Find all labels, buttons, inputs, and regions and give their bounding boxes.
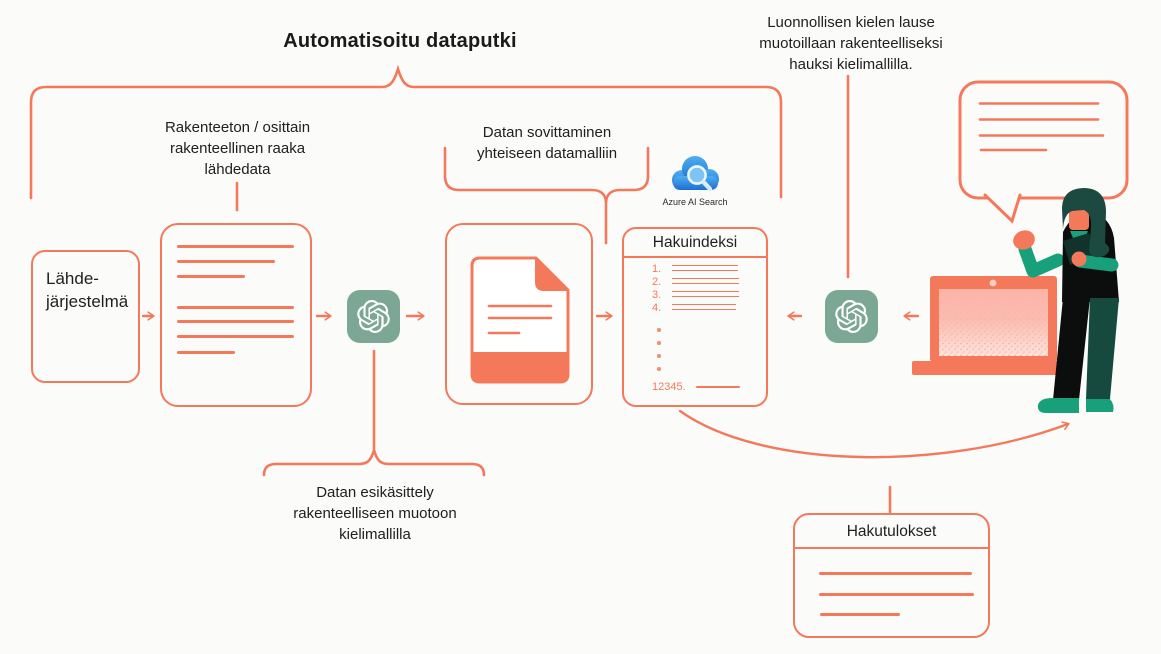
mapped-document-box [445, 223, 593, 405]
webcam-dot [989, 279, 997, 287]
azure-ai-search-icon [672, 156, 719, 192]
index-row-number: 4. [652, 302, 662, 314]
index-row-line [672, 304, 736, 310]
openai-icon [347, 290, 400, 343]
hair [1062, 188, 1110, 258]
preprocessing-annotation: Datan esikäsittely rakenteelliseen muoto… [265, 482, 485, 545]
text-line [820, 613, 900, 616]
leg-right [1086, 298, 1119, 399]
text-line [177, 320, 294, 323]
annotation-line: yhteiseen datamalliin [476, 145, 618, 162]
mapped-file-icon [470, 256, 570, 384]
laptop-base [912, 361, 1062, 375]
data-mapping-brace [443, 146, 650, 245]
source-system-box: Lähde- järjestelmä [31, 250, 140, 383]
annotation-line: Rakenteeton / osittain [164, 119, 311, 136]
ellipsis-dot [657, 367, 661, 371]
nl-query-annotation: Luonnollisen kielen lause muotoillaan ra… [745, 12, 957, 75]
text-line [819, 572, 972, 575]
search-index-title: Hakuindeksi [624, 229, 766, 258]
leg-left [1053, 298, 1090, 400]
raw-document-box [160, 223, 312, 407]
annotation-line: lähdedata [204, 161, 271, 178]
ellipsis-dot [657, 328, 661, 332]
ellipsis-dot [657, 354, 661, 358]
text-line [177, 245, 294, 248]
search-results-title: Hakutulokset [795, 515, 988, 549]
annotation-line: Luonnollisen kielen lause [767, 14, 935, 31]
connector-lines [235, 74, 892, 514]
annotation-line: rakenteelliseen muotoon [293, 505, 457, 522]
raw-source-annotation: Rakenteeton / osittain rakenteellinen ra… [140, 117, 335, 180]
azure-ai-search-label: Azure AI Search [662, 197, 728, 207]
index-row-line [672, 291, 739, 297]
pipeline-bracket [29, 64, 783, 200]
ellipsis-dot [657, 341, 661, 345]
source-system-label: Lähde- järjestelmä [46, 269, 129, 311]
shoe-left [1037, 398, 1079, 413]
index-row-number: 2. [652, 276, 662, 288]
arrow-index-to-user [678, 409, 1070, 459]
laptop-illustration [912, 276, 1062, 375]
index-row-line [672, 278, 739, 284]
front-hand [1071, 251, 1087, 267]
annotation-line: Datan esikäsittely [316, 484, 434, 501]
text-line [177, 306, 294, 309]
text-line [177, 335, 294, 338]
search-results-box: Hakutulokset [793, 513, 990, 638]
index-footer-number: 12345. [652, 381, 686, 393]
preprocessing-brace [262, 445, 486, 477]
speech-bubble-tail [983, 193, 1022, 224]
magnifier-icon [687, 165, 707, 185]
data-mapping-annotation: Datan sovittaminen yhteiseen datamalliin [442, 122, 652, 164]
annotation-line: muotoillaan rakenteelliseksi [759, 35, 943, 52]
search-index-box: Hakuindeksi 1. 2. 3. 4. 12345. [622, 227, 768, 407]
speech-bubble [958, 80, 1129, 224]
shoe-right [1086, 399, 1114, 412]
annotation-line: rakenteellinen raaka [169, 140, 306, 157]
text-line [177, 351, 235, 354]
flow-arrows [141, 311, 1070, 459]
text-line [819, 593, 974, 596]
annotation-line: kielimallilla [339, 526, 411, 543]
openai-icon [825, 290, 878, 343]
page-title: Automatisoitu dataputki [283, 30, 517, 52]
speech-text-lines [978, 102, 1105, 152]
text-line [177, 275, 245, 278]
annotation-line: Datan sovittaminen [482, 124, 612, 141]
index-row-line [672, 265, 738, 271]
text-line [177, 260, 275, 263]
index-row-number: 3. [652, 289, 662, 301]
presenter-illustration [1013, 188, 1119, 413]
raised-hand [1013, 230, 1035, 250]
raised-arm [1018, 242, 1065, 278]
index-footer-line [696, 386, 740, 389]
index-row-number: 1. [652, 263, 662, 275]
annotation-line: hauksi kielimallilla. [789, 56, 913, 73]
